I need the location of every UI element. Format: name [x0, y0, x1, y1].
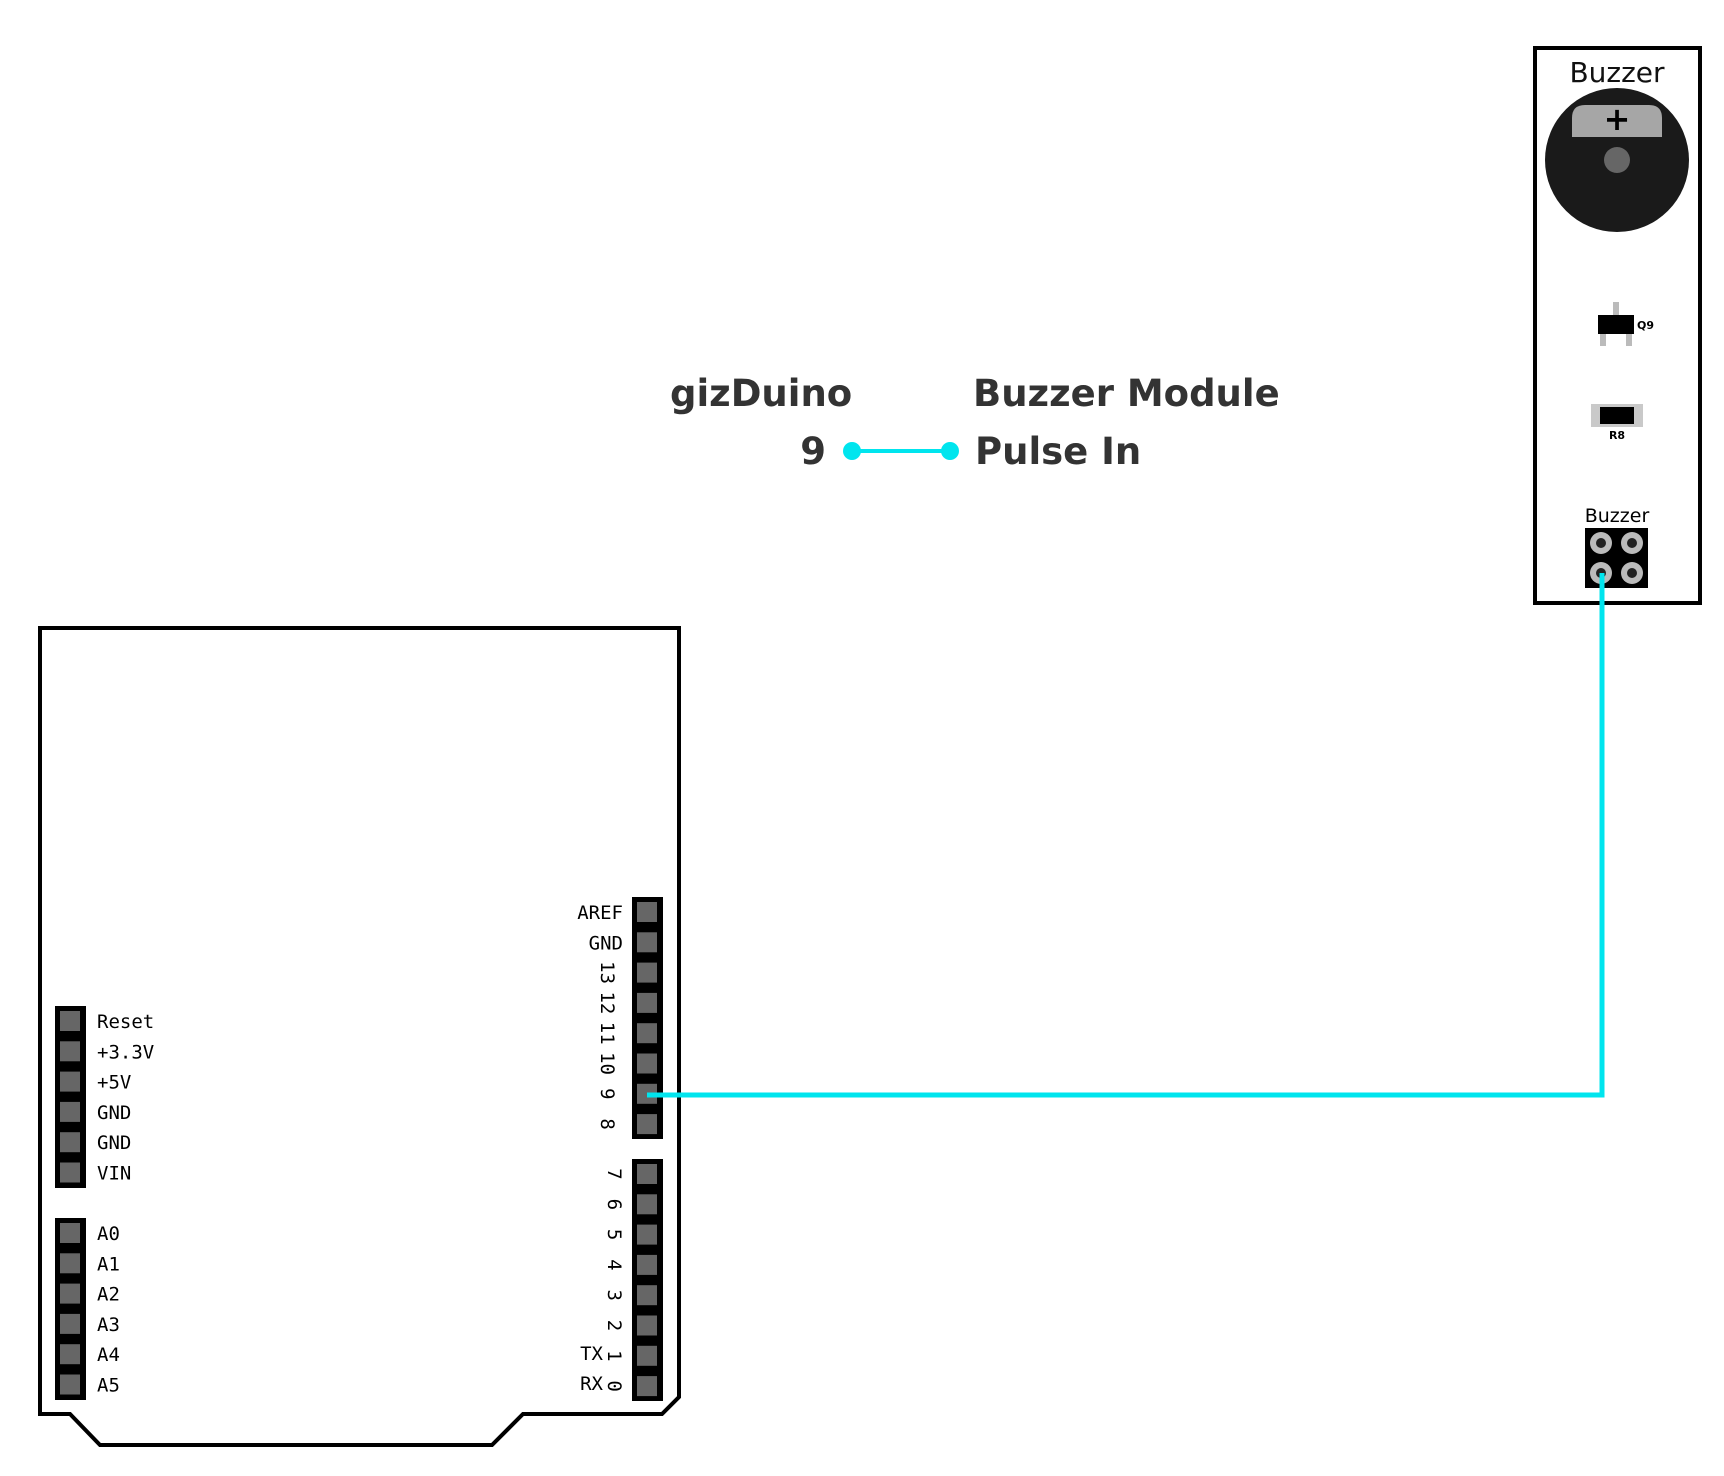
digital-pin-label: AREF	[577, 902, 623, 924]
gizduino-board-outline	[38, 626, 681, 1447]
legend-right-title: Buzzer Module	[973, 372, 1280, 415]
legend-wire-dot-right	[941, 442, 959, 460]
digital-pin-label: 0	[603, 1380, 625, 1391]
digital-pin-label: 10	[596, 1052, 618, 1075]
power-pin	[60, 1071, 80, 1092]
transistor-lead-top	[1613, 302, 1619, 316]
digital-pin-label: 6	[603, 1199, 625, 1210]
digital-pin-12	[637, 992, 657, 1013]
analog-pin-a1	[60, 1253, 80, 1274]
digital-pin-label: 4	[603, 1259, 625, 1270]
digital-pin-label: 9	[596, 1088, 618, 1099]
digital-pin-11	[637, 1023, 657, 1044]
power-pin-label: GND	[97, 1102, 131, 1124]
power-pin-label: GND	[97, 1132, 131, 1154]
analog-pin-label: A4	[97, 1344, 120, 1366]
power-pin	[60, 1132, 80, 1153]
analog-header	[55, 1218, 86, 1400]
header-pin-hole	[1596, 538, 1606, 548]
power-pin-label: Reset	[97, 1011, 154, 1033]
digital-pin-0	[637, 1376, 657, 1397]
power-pin	[60, 1011, 80, 1031]
digital-pin-label: 2	[603, 1320, 625, 1331]
digital-pin-label: 13	[596, 961, 618, 984]
digital-pin-label: 11	[596, 1022, 618, 1045]
power-pin-label: +5V	[97, 1072, 131, 1094]
resistor-r8-icon	[1600, 407, 1634, 424]
digital-pin-1	[637, 1345, 657, 1366]
analog-pin-label: A3	[97, 1314, 120, 1336]
digital-pin-aref	[637, 902, 657, 922]
digital-pin-4	[637, 1254, 657, 1275]
analog-pin-a3	[60, 1313, 80, 1334]
digital-pin-label: 8	[596, 1118, 618, 1129]
digital-pin-label: GND	[589, 932, 623, 954]
digital-pin-7	[637, 1164, 657, 1184]
analog-pin-label: A5	[97, 1375, 120, 1397]
header-pin-hole	[1627, 568, 1637, 578]
tx-label: TX	[580, 1343, 603, 1365]
legend-right-pin: Pulse In	[975, 430, 1141, 473]
legend-wire-dot-left	[843, 442, 861, 460]
digital-pin-label: 1	[603, 1350, 625, 1361]
power-pin	[60, 1101, 80, 1122]
digital-pin-label: 7	[603, 1168, 625, 1179]
buzzer-module-title: Buzzer	[1569, 56, 1665, 89]
transistor-lead-right	[1626, 333, 1632, 346]
analog-pin-a2	[60, 1283, 80, 1304]
digital-pin-2	[637, 1315, 657, 1336]
digital-pin-8	[637, 1114, 657, 1135]
digital-pin-3	[637, 1285, 657, 1306]
power-pin-label: +3.3V	[97, 1041, 154, 1063]
power-header	[55, 1006, 86, 1188]
legend-left-title: gizDuino	[670, 372, 852, 415]
buzzer-header-label: Buzzer	[1585, 505, 1650, 527]
header-pin-hole	[1627, 538, 1637, 548]
buzzer-plus-sign: +	[1604, 100, 1631, 138]
digital-pin-5	[637, 1224, 657, 1245]
connection-wire	[647, 573, 1605, 1098]
legend-left-pin: 9	[800, 430, 826, 473]
digital-pin-10	[637, 1053, 657, 1074]
buzzer-center-hole	[1604, 147, 1630, 173]
power-pin	[60, 1162, 80, 1183]
analog-pin-a0	[60, 1223, 80, 1243]
analog-pin-label: A1	[97, 1253, 120, 1275]
digital-pin-13	[637, 962, 657, 983]
power-pin	[60, 1041, 80, 1062]
analog-pin-label: A2	[97, 1284, 120, 1306]
transistor-lead-left	[1600, 333, 1606, 346]
analog-pin-label: A0	[97, 1223, 120, 1245]
digital-pin-label: 12	[596, 991, 618, 1014]
digital-pin-gnd	[637, 932, 657, 953]
power-pin-label: VIN	[97, 1163, 131, 1185]
digital-pin-label: 5	[603, 1229, 625, 1240]
transistor-label: Q9	[1637, 319, 1654, 332]
resistor-label: R8	[1609, 429, 1625, 442]
analog-pin-a4	[60, 1344, 80, 1365]
rx-label: RX	[580, 1373, 603, 1395]
transistor-q9-icon	[1598, 315, 1634, 334]
buzzer-plus-tab	[1572, 105, 1662, 137]
digital-pin-label: 3	[603, 1289, 625, 1300]
analog-pin-a5	[60, 1374, 80, 1395]
digital-pin-6	[637, 1194, 657, 1215]
